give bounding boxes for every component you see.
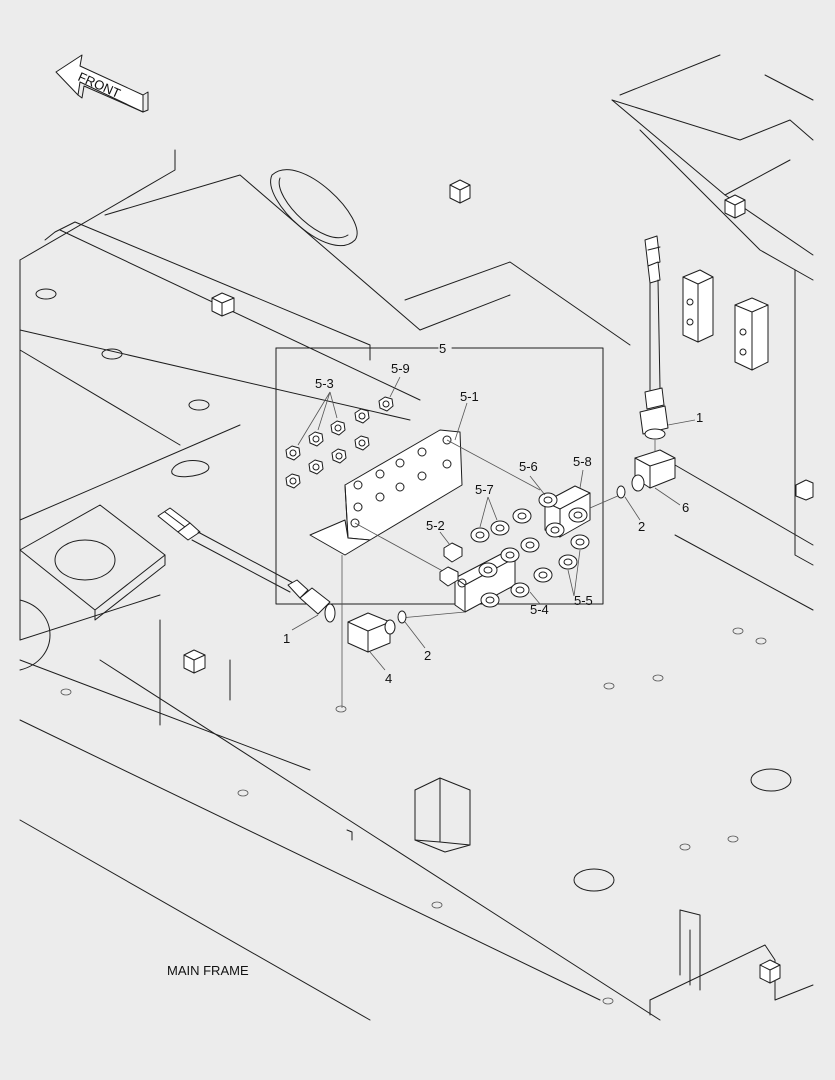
frame-block xyxy=(183,649,206,674)
callout-5-3: 5-3 xyxy=(315,376,334,391)
nut xyxy=(354,408,370,424)
fitting xyxy=(500,547,520,563)
fitting xyxy=(470,527,490,543)
callout-5-8: 5-8 xyxy=(573,454,592,469)
callout-5-7: 5-7 xyxy=(475,482,494,497)
mounting-bracket xyxy=(309,429,463,556)
callout-elbow-right: 6 xyxy=(682,500,689,515)
frame-block xyxy=(449,179,471,204)
callout-5-2: 5-2 xyxy=(426,518,445,533)
fitting xyxy=(520,537,540,553)
frame-block xyxy=(724,194,746,219)
callout-5-9: 5-9 xyxy=(391,361,410,376)
nut xyxy=(285,473,301,489)
callout-5-5: 5-5 xyxy=(574,593,593,608)
front-direction-arrow: FRONT xyxy=(55,54,149,113)
fitting xyxy=(480,592,500,608)
fitting-group xyxy=(470,492,590,608)
fitting xyxy=(558,554,578,570)
callout-5-1: 5-1 xyxy=(460,389,479,404)
fitting xyxy=(568,507,588,523)
callout-sensor-left: 1 xyxy=(283,631,290,646)
fitting xyxy=(490,520,510,536)
callout-sensor-right: 1 xyxy=(696,410,703,425)
frame-block xyxy=(759,959,781,984)
callout-assembly: 5 xyxy=(439,341,446,356)
nut xyxy=(378,396,394,412)
main-frame-label: MAIN FRAME xyxy=(167,963,249,978)
fitting xyxy=(510,582,530,598)
nut xyxy=(354,435,370,451)
main-frame-outline xyxy=(19,54,814,1021)
frame-block xyxy=(211,292,235,317)
nut xyxy=(285,445,301,461)
fitting xyxy=(570,534,590,550)
pressure-sensor-right xyxy=(639,235,669,440)
nut-group xyxy=(285,396,394,489)
front-label: FRONT xyxy=(76,69,123,101)
fitting xyxy=(545,522,565,538)
fitting xyxy=(533,567,553,583)
callout-5-6: 5-6 xyxy=(519,459,538,474)
fitting xyxy=(512,508,532,524)
fitting xyxy=(538,492,558,508)
callout-oring-right: 2 xyxy=(638,519,645,534)
o-ring-right xyxy=(616,485,626,499)
o-ring-left xyxy=(397,610,407,624)
elbow-fitting-left xyxy=(347,612,396,653)
frame-block xyxy=(795,479,814,501)
callout-5-4: 5-4 xyxy=(530,602,549,617)
nut xyxy=(330,420,346,436)
nut xyxy=(308,459,324,475)
mount-plate xyxy=(734,297,769,371)
pressure-sensor-left xyxy=(157,507,336,623)
valve-assembly-box xyxy=(275,347,604,605)
nut xyxy=(308,431,324,447)
callout-elbow-left: 4 xyxy=(385,671,392,686)
mount-plate xyxy=(682,269,714,343)
fitting xyxy=(478,562,498,578)
nut xyxy=(331,448,347,464)
elbow-fitting-right xyxy=(631,449,676,492)
callout-oring-left: 2 xyxy=(424,648,431,663)
